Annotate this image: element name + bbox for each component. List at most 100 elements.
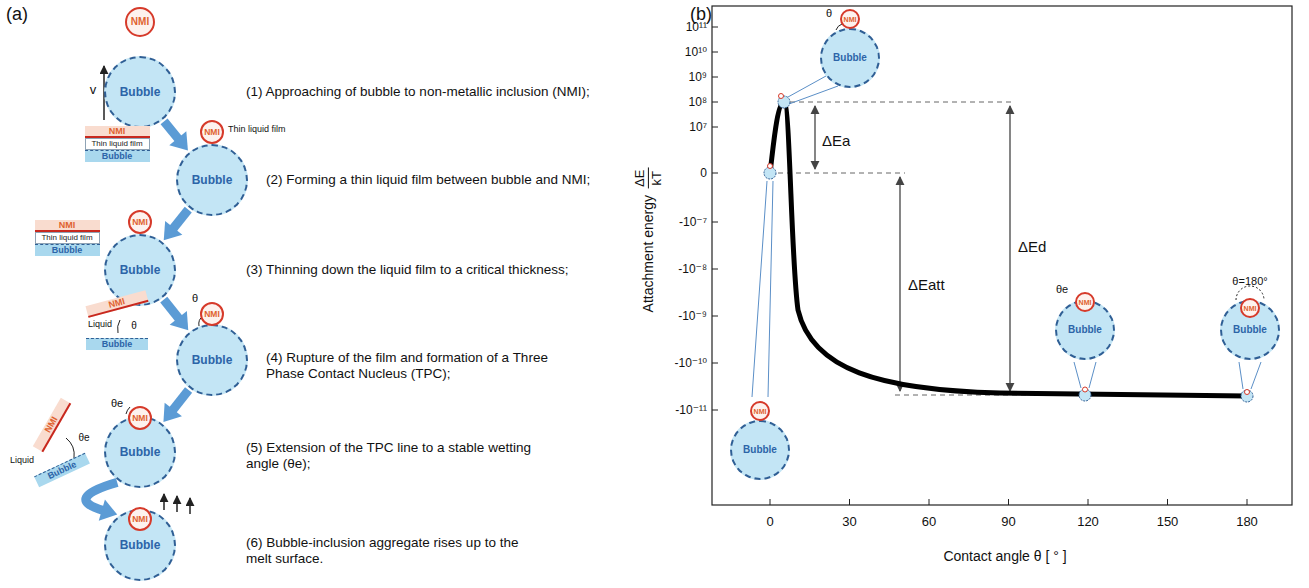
bubble: Bubble — [176, 144, 248, 216]
inclusion-label: NMI — [844, 16, 857, 23]
arrow-shaft — [172, 390, 189, 411]
tick-label: 10⁹ — [689, 70, 708, 84]
inclusion-label: NMI — [132, 414, 148, 423]
tick-label: -10⁻⁷ — [679, 215, 707, 229]
inclusion-band: NMI — [85, 126, 150, 138]
arrow-head — [99, 500, 117, 521]
bubble: Bubble — [104, 56, 176, 128]
tick-label: -10⁻⁸ — [678, 262, 707, 276]
inclusion-label: NMI — [132, 218, 148, 227]
angle-arc — [118, 320, 120, 333]
inclusion-label: NMI — [204, 310, 220, 319]
bubble-band: Bubble — [86, 338, 148, 350]
inclusion-label: NMI — [754, 408, 767, 415]
inclusion-circle: NMI — [128, 507, 152, 531]
inclusion-label: NMI — [59, 221, 76, 230]
film-band: Thin liquid film — [35, 232, 100, 244]
tick-label: -10⁻¹⁰ — [675, 356, 707, 370]
arrow-head — [163, 403, 182, 422]
energy-arrows — [815, 106, 1010, 391]
annotation: θ — [131, 320, 137, 332]
part-label: Bubble — [102, 152, 133, 161]
tick-label: 0 — [700, 166, 707, 180]
annotation: θ=180° — [1232, 275, 1267, 288]
flow-arrow — [163, 390, 188, 422]
step-text: (6) Bubble-inclusion aggregate rises up … — [246, 535, 546, 567]
inclusion-label: NMI — [43, 415, 59, 434]
annotation: θe — [78, 432, 89, 444]
annotation: ΔEatt — [908, 276, 945, 294]
flow-arrow — [164, 121, 188, 150]
inclusion-label: NMI — [131, 17, 149, 27]
bubble-band: Bubble — [35, 244, 100, 256]
tick-label: 90 — [1001, 514, 1015, 530]
tick-label: -10⁻⁹ — [678, 309, 707, 323]
arrow-head — [170, 311, 189, 330]
inclusion-circle: NMI — [128, 210, 152, 234]
inclusion-label: NMI — [1079, 299, 1092, 306]
inclusion-circle: NMI — [750, 401, 770, 421]
bubble: Bubble — [820, 28, 880, 88]
curve-markers — [764, 94, 1253, 403]
annotation: Thin liquid film — [228, 124, 286, 135]
fraction-bottom: kT — [649, 171, 665, 185]
arrow-shaft — [172, 210, 188, 230]
step-text: (a) — [6, 4, 28, 26]
film-band: Thin liquid film — [85, 138, 150, 150]
part-label: Bubble — [120, 539, 161, 551]
leader-lines — [752, 76, 1261, 397]
fraction: ΔEkT — [632, 168, 664, 189]
angle-arc — [66, 438, 74, 458]
inclusion-circle: NMI — [840, 9, 860, 29]
tick-label: 10⁸ — [689, 95, 707, 109]
arrow-head — [169, 131, 188, 150]
annotation: θe — [111, 397, 123, 410]
part-label: Bubble — [743, 445, 777, 455]
part-label: Bubble — [833, 53, 867, 63]
fraction-top: ΔE — [632, 168, 649, 189]
tick-label: 10¹¹ — [686, 20, 707, 34]
part-label: Bubble — [1068, 325, 1102, 335]
part-label: Bubble — [192, 174, 233, 186]
bubble-band: Bubble — [34, 453, 90, 488]
inclusion-circle: NMI — [200, 302, 224, 326]
inclusion-circle: NMI — [1240, 298, 1260, 318]
plot-frame — [712, 6, 1292, 505]
annotation: ΔEd — [1018, 238, 1046, 256]
flow-arrow — [86, 482, 117, 520]
step-text: (4) Rupture of the film and formation of… — [266, 350, 576, 382]
energy-curve — [770, 102, 1247, 396]
part-label: Bubble — [52, 246, 83, 255]
step-text: v — [90, 82, 97, 98]
part-label: Bubble — [120, 86, 161, 98]
tick-label: 180 — [1236, 514, 1258, 530]
inclusion-circle: NMI — [128, 406, 152, 430]
step-text: (5) Extension of the TPC line to a stabl… — [246, 440, 546, 472]
inclusion-label: NMI — [204, 128, 220, 137]
inclusion-label: NMI — [108, 297, 126, 310]
bubble-band: Bubble — [85, 150, 150, 162]
annotation: θe — [1056, 283, 1068, 296]
part-label: Bubble — [46, 460, 77, 481]
bubble: Bubble — [730, 420, 790, 480]
arrow-shaft — [86, 482, 117, 510]
tick-label: 150 — [1157, 514, 1179, 530]
part-label: Thin liquid film — [41, 234, 92, 242]
part-label: Bubble — [120, 446, 161, 458]
step-text: (3) Thinning down the liquid film to a c… — [246, 262, 666, 278]
tick-label: 0 — [766, 514, 773, 530]
inclusion-label: NMI — [1244, 305, 1257, 312]
axis-title: Attachment energyΔEkT — [632, 168, 664, 313]
tick-label: 30 — [842, 514, 856, 530]
tick-label: 10¹⁰ — [685, 45, 707, 59]
tick-label: 120 — [1077, 514, 1099, 530]
part-label: Bubble — [120, 264, 161, 276]
annotation: ΔEa — [822, 132, 850, 150]
part-label: Bubble — [1233, 325, 1267, 335]
bubble: Bubble — [176, 324, 248, 396]
step-text: (1) Approaching of bubble to non-metalli… — [246, 84, 666, 100]
inclusion-label: NMI — [132, 515, 148, 524]
annotation: Contact angle θ [ ° ] — [943, 548, 1066, 565]
inclusion-circle: NMI — [125, 7, 155, 37]
annotation: Liquid — [88, 319, 112, 330]
